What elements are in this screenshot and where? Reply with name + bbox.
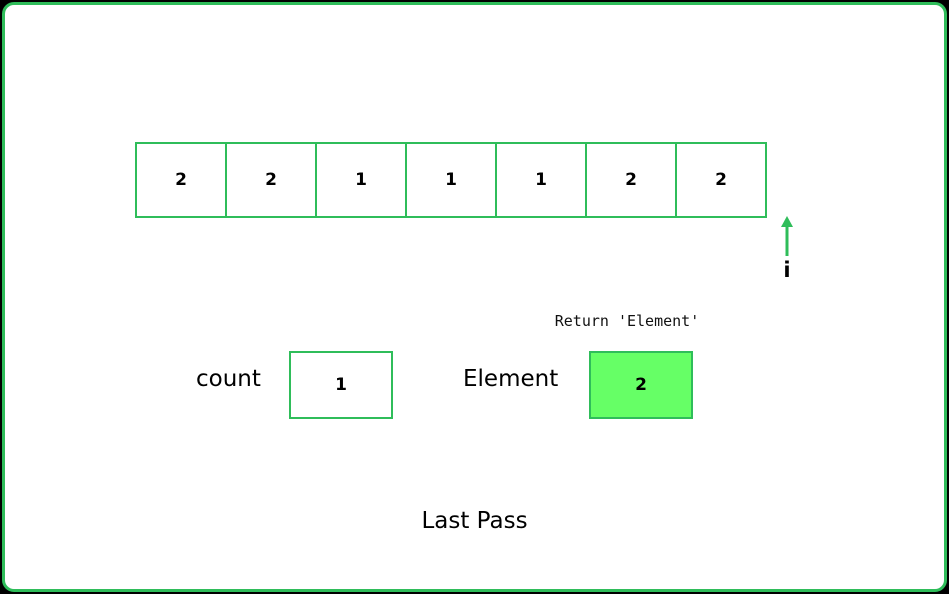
array-cell: 1 [495, 142, 587, 218]
count-box: 1 [289, 351, 393, 419]
array-cell: 1 [315, 142, 407, 218]
count-label: count [196, 366, 261, 392]
element-label: Element [463, 366, 559, 392]
arrow-up-icon [776, 216, 798, 286]
element-box: 2 [589, 351, 693, 419]
array-cell: 1 [405, 142, 497, 218]
pointer-label: i [783, 258, 791, 282]
array-cell: 2 [225, 142, 317, 218]
return-note: Return 'Element' [554, 312, 700, 330]
caption: Last Pass [421, 508, 528, 534]
array-cell: 2 [675, 142, 767, 218]
array-cell: 2 [585, 142, 677, 218]
array: 2 2 1 1 1 2 2 [135, 142, 767, 218]
array-cell: 2 [135, 142, 227, 218]
